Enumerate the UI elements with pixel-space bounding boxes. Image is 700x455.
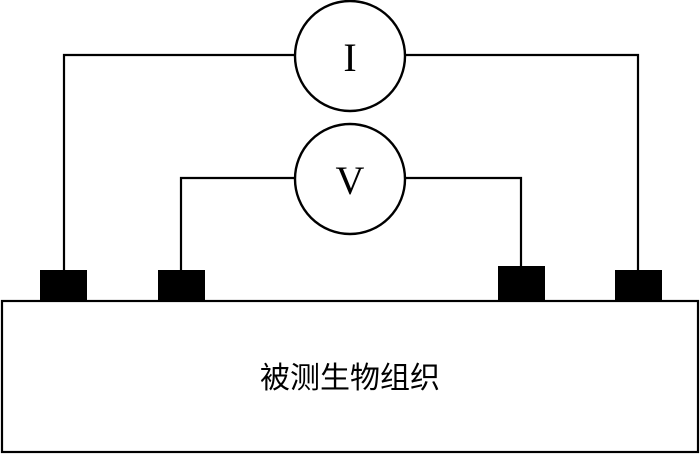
- current-meter: I: [293, 0, 407, 113]
- current-electrode-right: [615, 270, 662, 302]
- current-loop-wire: [62, 53, 297, 272]
- voltage-loop-wire: [179, 176, 297, 272]
- voltage-electrode-right: [498, 266, 545, 302]
- voltage-loop-wire-right: [403, 176, 523, 269]
- tissue-label: 被测生物组织: [260, 361, 440, 396]
- voltage-meter-label: V: [336, 158, 365, 203]
- current-electrode-left: [40, 270, 87, 302]
- voltage-meter: V: [293, 122, 407, 236]
- current-meter-circle: [293, 0, 407, 113]
- voltage-meter-circle: [293, 122, 407, 236]
- current-loop-wire-right: [403, 53, 640, 272]
- current-meter-label: I: [343, 35, 356, 80]
- voltage-electrode-left: [158, 270, 205, 302]
- tissue-block: [0, 299, 700, 454]
